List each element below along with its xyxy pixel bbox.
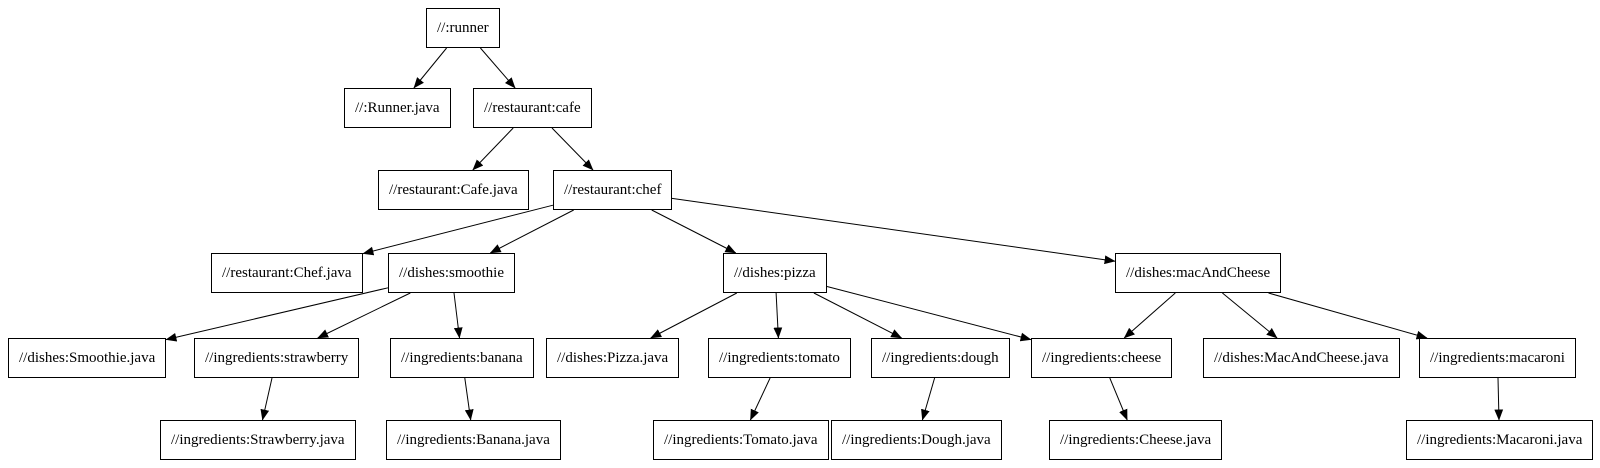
graph-edge-pizza-to-pizza-java [650,292,738,339]
graph-edge-tomato-to-tomato-java [749,377,771,421]
graph-node-dough-java: //ingredients:Dough.java [831,420,1002,460]
graph-edge-runner-to-cafe [480,47,516,89]
graph-node-cheese: //ingredients:cheese [1031,338,1173,378]
graph-node-cafe-java: //restaurant:Cafe.java [378,170,529,210]
graph-node-cheese-java: //ingredients:Cheese.java [1049,420,1223,460]
graph-edge-cheese-to-cheese-java [1109,377,1128,421]
graph-edge-macandcheese-to-cheese [1123,292,1176,339]
graph-edge-pizza-to-tomato [773,292,783,339]
graph-edge-runner-to-runner-java [413,47,447,89]
graph-edge-smoothie-to-strawberry [317,292,411,339]
graph-node-chef: //restaurant:chef [553,170,673,210]
graph-node-banana-java: //ingredients:Banana.java [386,420,561,460]
graph-edge-dough-to-dough-java [921,377,936,421]
graph-node-cafe: //restaurant:cafe [473,88,592,128]
graph-node-macandcheese-java: //dishes:MacAndCheese.java [1203,338,1400,378]
graph-node-macandcheese: //dishes:macAndCheese [1115,253,1282,293]
graph-node-macaroni: //ingredients:macaroni [1419,338,1576,378]
graph-node-banana: //ingredients:banana [390,338,534,378]
graph-node-strawberry: //ingredients:strawberry [194,338,360,378]
graph-node-macaroni-java: //ingredients:Macaroni.java [1406,420,1594,460]
graph-node-smoothie: //dishes:smoothie [388,253,515,293]
graph-edge-cafe-to-chef [551,127,594,171]
graph-edge-banana-to-banana-java [464,377,474,421]
graph-node-tomato-java: //ingredients:Tomato.java [653,420,829,460]
graph-edge-chef-to-pizza [651,209,737,254]
graph-edge-chef-to-chef-java [362,204,554,256]
graph-node-tomato: //ingredients:tomato [708,338,851,378]
graph-edge-chef-to-macandcheese [671,197,1116,265]
graph-edge-macandcheese-to-macandcheese-java [1222,292,1278,339]
graph-node-pizza: //dishes:pizza [723,253,827,293]
graph-edge-smoothie-to-banana [453,292,463,339]
graph-node-chef-java: //restaurant:Chef.java [211,253,363,293]
graph-node-smoothie-java: //dishes:Smoothie.java [8,338,167,378]
graph-node-strawberry-java: //ingredients:Strawberry.java [160,420,356,460]
graph-node-runner: //:runner [426,8,500,48]
graph-edge-macaroni-to-macaroni-java [1494,377,1504,421]
graph-node-pizza-java: //dishes:Pizza.java [546,338,680,378]
graph-edge-chef-to-smoothie [489,209,574,254]
graph-node-dough: //ingredients:dough [871,338,1010,378]
graph-edge-pizza-to-cheese [826,286,1032,342]
graph-node-runner-java: //:Runner.java [344,88,451,128]
graph-edge-strawberry-to-strawberry-java [260,377,273,421]
graph-edge-smoothie-to-smoothie-java [165,287,389,342]
graph-edge-macandcheese-to-macaroni [1268,292,1428,340]
graph-edge-cafe-to-cafe-java [472,127,514,171]
graph-edge-pizza-to-dough [813,292,903,339]
